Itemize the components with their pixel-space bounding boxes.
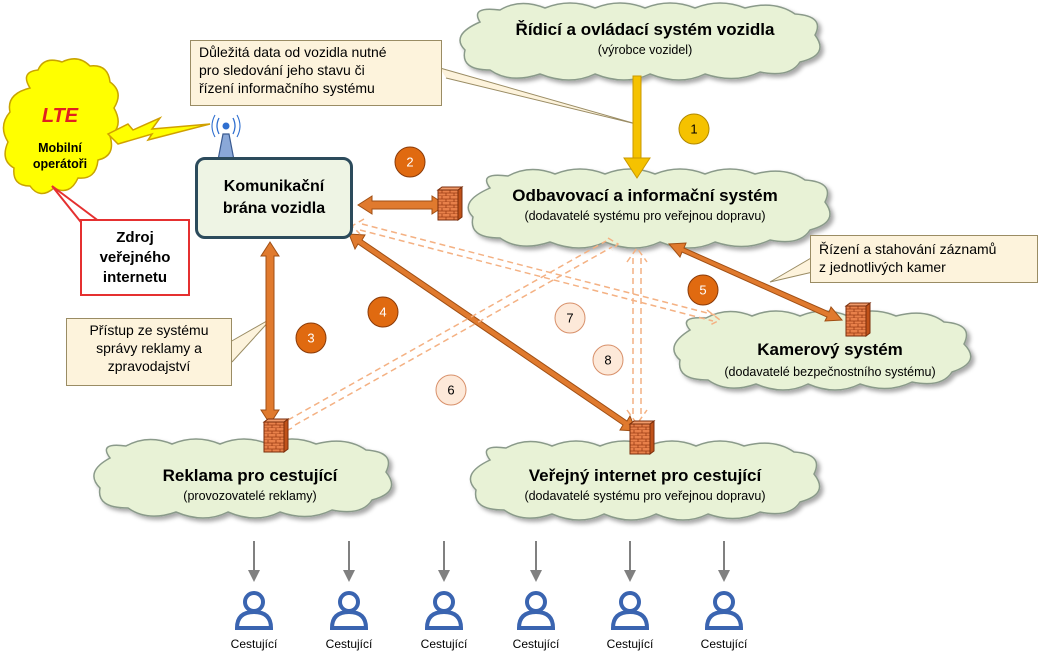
link-badge-4: 4 [367, 296, 399, 328]
link-badge-number: 7 [566, 311, 573, 326]
person-icon [330, 591, 368, 630]
vehicle-control-subtitle: (výrobce vozidel) [597, 43, 693, 57]
cloud-public-internet [469, 440, 821, 521]
link-badge-5: 5 [687, 274, 719, 306]
callout-pointer-internet-source [51, 185, 101, 227]
link-badge-number: 3 [307, 331, 314, 346]
person-icon [611, 591, 649, 630]
passenger-5 [611, 541, 649, 630]
link-dispatch-public-internet-dashed [626, 246, 648, 426]
link-gateway-dispatch [357, 195, 447, 215]
link-badge-number: 2 [406, 155, 413, 170]
link-badge-number: 1 [690, 122, 697, 137]
note-camera-control: Řízení a stahování záznamů z jednotlivýc… [810, 235, 1038, 283]
internet-source-line-1: Zdroj [116, 228, 154, 246]
dispatch-label: Odbavovací a informační systém (dodavate… [485, 186, 805, 223]
internet-source-line-3: internetu [102, 268, 168, 286]
lightning-icon [106, 116, 211, 145]
gateway-line-1: Komunikační [223, 178, 325, 195]
passenger-label: Cestující [230, 637, 278, 651]
link-badge-number: 5 [699, 283, 706, 298]
gateway-line-2: brána vozidla [222, 200, 326, 217]
cloud-camera [673, 310, 972, 391]
link-badge-6: 6 [435, 374, 467, 406]
link-gateway-public-internet [348, 233, 637, 432]
camera-subtitle: (dodavatelé bezpečnostního systému) [724, 365, 936, 379]
lte-label: LTE Mobilní operátoři [20, 104, 100, 172]
note-advertising-line-2: správy reklamy a [96, 340, 202, 356]
vehicle-control-label: Řídicí a ovládací systém vozidla (výrobc… [480, 20, 810, 57]
note-advertising-line-1: Přístup ze systému [89, 322, 209, 338]
passenger-label: Cestující [606, 637, 654, 651]
note-important-line-3: řízení informačního systému [199, 80, 375, 96]
link-badge-number: 6 [447, 383, 454, 398]
passenger-label: Cestující [512, 637, 560, 651]
vehicle-control-title: Řídicí a ovládací systém vozidla [515, 20, 775, 39]
passenger-1 [235, 541, 273, 630]
vehicle-gateway-box: Komunikační brána vozidla [195, 157, 353, 239]
lte-brand: LTE [41, 105, 79, 127]
internet-source-line-2: veřejného [99, 248, 171, 266]
firewall-icon [437, 186, 463, 221]
note-advertising-access: Přístup ze systému správy reklamy a zpra… [66, 318, 232, 386]
note-important-line-1: Důležitá data od vozidla nutné [199, 44, 387, 60]
passenger-label: Cestující [420, 637, 468, 651]
note-camera-line-1: Řízení a stahování záznamů [819, 241, 997, 257]
firewall-icon [263, 418, 289, 453]
note-advertising-line-3: zpravodajství [107, 358, 191, 374]
person-icon [517, 591, 555, 630]
link-dispatch-camera [667, 242, 844, 322]
note-important-line-2: pro sledování jeho stavu či [199, 62, 365, 78]
link-badge-number: 4 [379, 305, 386, 320]
firewall-icon [629, 420, 655, 455]
link-badge-number: 8 [604, 353, 611, 368]
advertising-subtitle: (provozovatelé reklamy) [183, 489, 317, 503]
passenger-4 [517, 541, 555, 630]
public-internet-label: Veřejný internet pro cestující (dodavate… [485, 466, 805, 503]
cloud-vehicle-control [459, 2, 821, 81]
advertising-title: Reklama pro cestující [162, 466, 338, 485]
lte-line-2: operátoři [32, 157, 88, 171]
person-icon [235, 591, 273, 630]
passenger-label: Cestující [325, 637, 373, 651]
public-internet-subtitle: (dodavatelé systému pro veřejnou dopravu… [524, 489, 766, 503]
advertising-label: Reklama pro cestující (provozovatelé rek… [130, 466, 370, 503]
cloud-lte [2, 58, 119, 195]
camera-label: Kamerový systém (dodavatelé bezpečnostní… [700, 340, 960, 379]
dispatch-title: Odbavovací a informační systém [512, 186, 778, 205]
note-camera-line-2: z jednotlivých kamer [819, 259, 946, 275]
firewall-icon [845, 302, 871, 337]
cloud-dispatch [467, 168, 831, 249]
link-badge-8: 8 [592, 344, 624, 376]
internet-source-box: Zdroj veřejného internetu [80, 219, 190, 296]
passenger-3 [425, 541, 463, 630]
link-vehicle-to-dispatch [623, 75, 651, 179]
person-icon [705, 591, 743, 630]
note-important-data: Důležitá data od vozidla nutné pro sledo… [190, 40, 442, 106]
passenger-2 [330, 541, 368, 630]
link-gateway-camera-dashed [350, 218, 722, 327]
person-icon [425, 591, 463, 630]
lte-line-1: Mobilní [38, 141, 82, 155]
passenger-label: Cestující [700, 637, 748, 651]
link-badge-7: 7 [554, 302, 586, 334]
public-internet-title: Veřejný internet pro cestující [528, 466, 762, 485]
camera-title: Kamerový systém [757, 340, 903, 359]
cloud-advertising [93, 438, 393, 519]
link-badge-2: 2 [394, 146, 426, 178]
link-gateway-advertising [260, 241, 280, 425]
dispatch-subtitle: (dodavatelé systému pro veřejnou dopravu… [524, 209, 766, 223]
antenna-icon [211, 114, 241, 161]
passenger-6 [705, 541, 743, 630]
link-badge-3: 3 [295, 322, 327, 354]
link-badge-1: 1 [678, 113, 710, 145]
